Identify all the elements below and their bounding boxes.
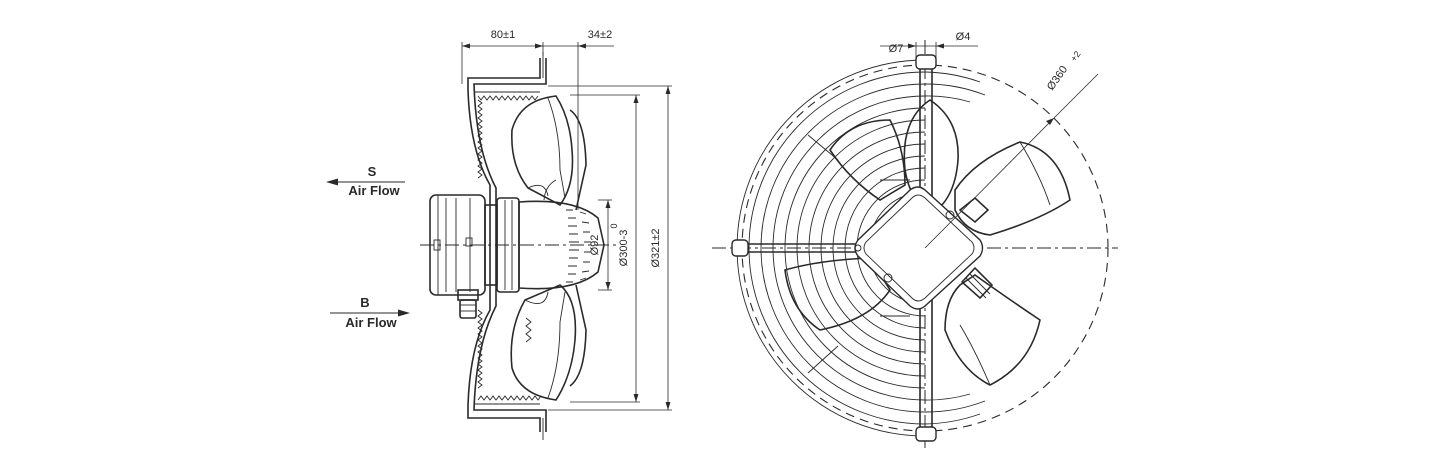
dim-overall-label: Ø321±2: [650, 228, 662, 267]
dim-circle-tolerance: +2: [1069, 49, 1083, 63]
airflow-s-code: S: [368, 164, 377, 179]
dim-depth-group: 80±1: [461, 29, 544, 84]
front-view: Ø360 +2 Ø7 Ø4: [712, 31, 1118, 448]
dim-depth-label: 80±1: [491, 29, 515, 41]
motor-mount-plate: [854, 186, 994, 310]
mount-hole-3: [854, 244, 862, 252]
airflow-b-label: Air Flow: [345, 315, 397, 330]
dim-offset-label: 34±2: [588, 29, 612, 41]
dim-hub-group: Ø92: [589, 199, 612, 291]
dim-circle-label: Ø360: [1045, 64, 1070, 93]
airflow-b-code: B: [360, 295, 369, 310]
mount-hole-2: [883, 273, 893, 283]
airflow-s-arrowhead: [326, 178, 338, 186]
dim-offset-group: 34±2: [543, 29, 614, 210]
motor-body: [429, 194, 520, 319]
dim-holes-group: Ø7 Ø4: [880, 31, 978, 66]
airflow-b-arrowhead: [398, 309, 410, 317]
airflow-s-indicator: S Air Flow: [326, 164, 405, 198]
dim-blade-label: Ø300-3: [618, 230, 630, 267]
dim-hub-label: Ø92: [589, 235, 601, 256]
dim-hole-tiny-label: Ø4: [956, 31, 971, 43]
airflow-b-indicator: B Air Flow: [330, 295, 410, 330]
mounting-bracket: [467, 52, 547, 440]
dim-overall-group: Ø321±2: [548, 85, 672, 411]
mount-hole-1: [945, 210, 955, 220]
dim-blade-tolerance: 0: [609, 223, 619, 228]
dim-blade-group: Ø300-3 0: [570, 94, 640, 403]
impeller-blades-side: [510, 95, 587, 401]
airflow-s-label: Air Flow: [348, 183, 400, 198]
side-view: S Air Flow B Air Flow: [326, 29, 672, 440]
wire-guard: [731, 54, 986, 442]
dim-hole-small-label: Ø7: [889, 43, 904, 55]
